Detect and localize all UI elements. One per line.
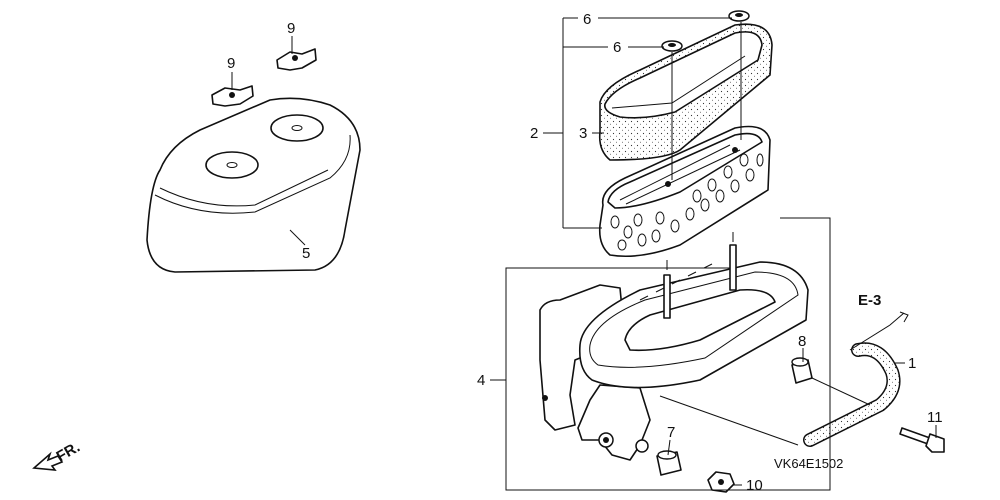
drawing-code: VK64E1502 (774, 456, 843, 471)
wing-nut-2 (276, 48, 317, 71)
callout-9a: 9 (227, 55, 235, 72)
callout-8: 8 (798, 333, 806, 350)
callout-7: 7 (667, 424, 675, 441)
leader-lines (231, 17, 937, 491)
air-cleaner-base (539, 232, 809, 461)
callout-6b: 6 (613, 39, 621, 56)
callout-5: 5 (302, 245, 310, 262)
callout-1: 1 (908, 355, 916, 372)
callout-3: 3 (579, 125, 587, 142)
paper-element (598, 125, 771, 258)
reference-tag: E-3 (858, 292, 881, 309)
callout-4: 4 (477, 372, 485, 389)
air-cleaner-cover (146, 97, 361, 273)
callout-11: 11 (927, 409, 943, 426)
collar-7 (656, 450, 682, 476)
collar-8 (791, 357, 813, 384)
callout-2: 2 (530, 125, 538, 142)
grommet-2 (661, 40, 683, 52)
breather-tube (803, 342, 901, 447)
grommet-1 (728, 10, 750, 22)
foam-element (598, 23, 773, 161)
front-direction-arrow (32, 451, 64, 471)
wing-nut-1 (211, 85, 254, 107)
flange-nut (707, 471, 735, 493)
callout-10: 10 (746, 477, 763, 494)
callout-6a: 6 (583, 11, 591, 28)
flange-bolt (899, 427, 945, 453)
callout-9b: 9 (287, 20, 295, 37)
